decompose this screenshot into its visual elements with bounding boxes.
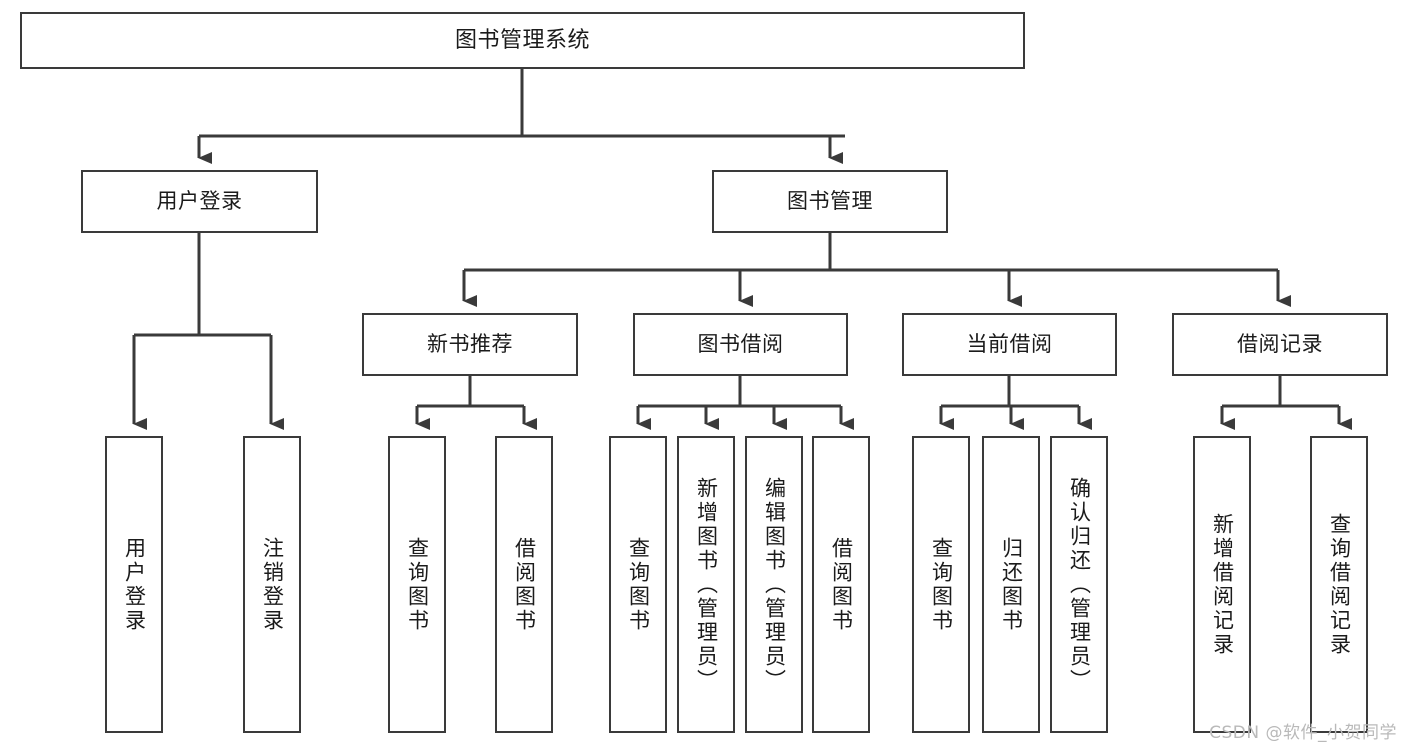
node-current-borrow[interactable]: 当前借阅 (902, 313, 1117, 376)
node-leaf-add-book[interactable]: 新增图书（管理员） (677, 436, 735, 733)
node-new-book-rec[interactable]: 新书推荐 (362, 313, 578, 376)
node-new-book-rec-label: 新书推荐 (427, 332, 513, 357)
node-leaf-confirm-return[interactable]: 确认归还（管理员） (1050, 436, 1108, 733)
node-leaf-query-book-3-label: 查询图书 (929, 536, 954, 633)
node-leaf-return-book-label: 归还图书 (999, 536, 1024, 633)
node-book-borrow[interactable]: 图书借阅 (633, 313, 848, 376)
node-leaf-user-login[interactable]: 用户登录 (105, 436, 163, 733)
node-leaf-user-logout[interactable]: 注销登录 (243, 436, 301, 733)
node-leaf-user-login-label: 用户登录 (122, 536, 147, 633)
node-leaf-query-book-3[interactable]: 查询图书 (912, 436, 970, 733)
node-leaf-query-record-label: 查询借阅记录 (1327, 512, 1352, 657)
node-leaf-edit-book[interactable]: 编辑图书（管理员） (745, 436, 803, 733)
node-root-label: 图书管理系统 (454, 27, 590, 53)
node-leaf-borrow-book-1-label: 借阅图书 (512, 536, 537, 633)
node-leaf-borrow-book-1[interactable]: 借阅图书 (495, 436, 553, 733)
node-book-borrow-label: 图书借阅 (697, 332, 784, 357)
node-leaf-query-book-1-label: 查询图书 (405, 536, 430, 633)
node-leaf-return-book[interactable]: 归还图书 (982, 436, 1040, 733)
node-leaf-user-logout-label: 注销登录 (260, 536, 285, 633)
node-user-login-label: 用户登录 (156, 189, 243, 214)
node-leaf-query-book-1[interactable]: 查询图书 (388, 436, 446, 733)
node-leaf-confirm-return-label: 确认归还（管理员） (1067, 476, 1092, 693)
node-borrow-record-label: 借阅记录 (1237, 332, 1323, 357)
node-leaf-query-book-2[interactable]: 查询图书 (609, 436, 667, 733)
node-leaf-add-record[interactable]: 新增借阅记录 (1193, 436, 1251, 733)
node-current-borrow-label: 当前借阅 (966, 332, 1053, 357)
node-book-manage[interactable]: 图书管理 (712, 170, 948, 233)
node-book-manage-label: 图书管理 (787, 189, 873, 214)
node-leaf-query-record[interactable]: 查询借阅记录 (1310, 436, 1368, 733)
node-leaf-edit-book-label: 编辑图书（管理员） (762, 476, 787, 693)
node-root[interactable]: 图书管理系统 (20, 12, 1025, 69)
node-leaf-query-book-2-label: 查询图书 (626, 536, 651, 633)
watermark: CSDN @软件_小贺同学 (1209, 723, 1397, 743)
node-leaf-add-book-label: 新增图书（管理员） (694, 476, 719, 693)
node-borrow-record[interactable]: 借阅记录 (1172, 313, 1388, 376)
node-leaf-borrow-book-2[interactable]: 借阅图书 (812, 436, 870, 733)
node-leaf-borrow-book-2-label: 借阅图书 (829, 536, 854, 633)
node-user-login[interactable]: 用户登录 (81, 170, 318, 233)
node-leaf-add-record-label: 新增借阅记录 (1210, 512, 1235, 657)
